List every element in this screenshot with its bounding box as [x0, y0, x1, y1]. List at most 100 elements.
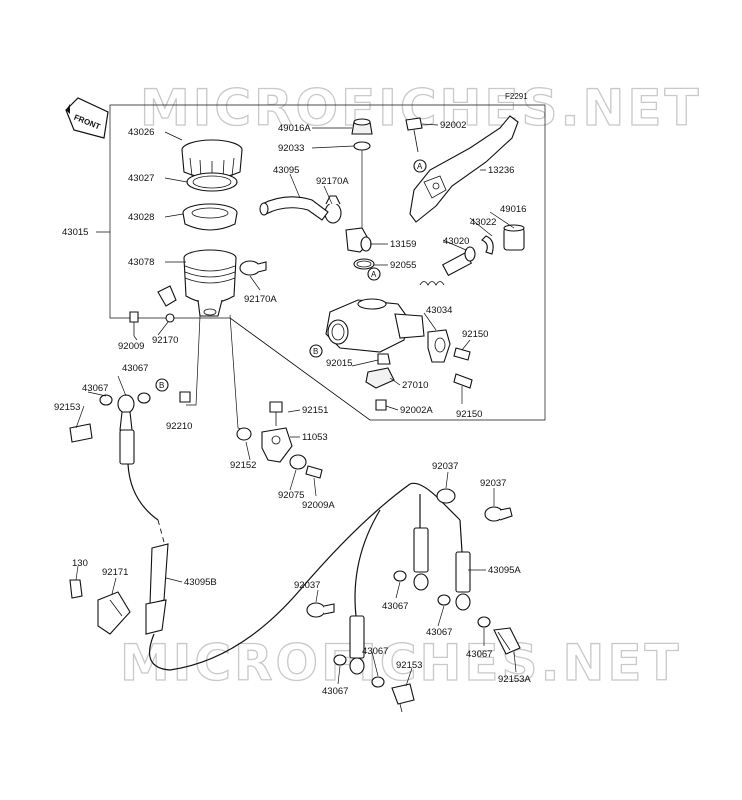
washer-43067-c5	[371, 676, 385, 688]
label-11053: 11053	[302, 432, 328, 443]
svg-text:B: B	[159, 381, 164, 390]
label-92015: 92015	[326, 358, 352, 369]
label-92153-left: 92153	[54, 402, 80, 413]
label-43026: 43026	[128, 127, 154, 138]
label-13159: 13159	[390, 239, 416, 250]
label-92002: 92002	[440, 120, 466, 131]
fitting-13159	[345, 227, 372, 253]
bolt-92153-bottom	[391, 683, 415, 713]
label-43067-c4: 43067	[322, 686, 348, 697]
label-130: 130	[72, 558, 88, 569]
svg-text:A: A	[417, 162, 423, 171]
clip-92037-right	[484, 506, 513, 522]
bracket-11053	[261, 427, 293, 463]
label-27010: 27010	[402, 380, 428, 391]
watermark-bottom: MICROFICHES.NET	[120, 634, 682, 692]
grommet-92075	[289, 454, 307, 470]
reservoir-hose	[259, 196, 329, 221]
clip-92037-left	[306, 602, 335, 618]
brake-lever	[409, 115, 519, 223]
label-49016a: 49016A	[278, 123, 311, 134]
label-92170a-lower: 92170A	[244, 294, 277, 305]
front-arrow-icon: FRONT	[65, 97, 109, 139]
hose-clip-lower	[239, 260, 267, 276]
label-43095: 43095	[273, 165, 299, 176]
label-92153a: 92153A	[498, 674, 531, 685]
hose-lower-center	[349, 509, 381, 675]
label-92037-right: 92037	[480, 478, 506, 489]
circlip-92033	[353, 141, 371, 151]
callout-a-lever	[413, 159, 427, 173]
hose-43095b	[145, 543, 169, 635]
figure-code: F2291	[505, 92, 528, 101]
diaphragm	[182, 203, 238, 231]
clip-92037-top	[436, 488, 456, 504]
label-92037-top: 92037	[432, 461, 458, 472]
clamp-92171	[97, 591, 131, 635]
brake-light-switch	[365, 367, 395, 389]
label-92150-upper: 92150	[462, 329, 488, 340]
bolt-92150-upper	[453, 347, 471, 361]
label-43067-c1: 43067	[382, 601, 408, 612]
hose-clip-upper	[324, 195, 342, 224]
label-43067-left-b: 43067	[122, 363, 148, 374]
svg-text:A: A	[371, 270, 377, 279]
reservoir-bracket	[157, 285, 177, 307]
label-43022: 43022	[470, 217, 496, 228]
callout-a-body	[367, 267, 381, 281]
washer-43067-c2	[437, 594, 451, 606]
label-43095a: 43095A	[488, 565, 521, 576]
label-92153-bottom: 92153	[396, 660, 422, 671]
screw-92009a	[305, 465, 323, 479]
clamp-43034	[427, 329, 451, 363]
bolt-130	[69, 579, 83, 599]
label-92009: 92009	[118, 341, 144, 352]
washer-43067-c1	[393, 570, 407, 582]
label-92033: 92033	[278, 143, 304, 154]
washer-43067-left-b	[137, 392, 151, 404]
label-43095b: 43095B	[184, 577, 217, 588]
label-92002a: 92002A	[400, 405, 433, 416]
circlip-43022	[481, 235, 494, 255]
callout-b-body	[309, 344, 323, 358]
label-43067-c2: 43067	[426, 627, 452, 638]
nut-92015	[377, 353, 391, 365]
label-92075: 92075	[278, 490, 304, 501]
screw-92002a	[375, 399, 387, 411]
piston-assembly	[419, 246, 476, 286]
bolt-92153-left	[69, 423, 93, 443]
label-43027: 43027	[128, 173, 154, 184]
label-43015: 43015	[62, 227, 88, 238]
washer-43067-left-a	[99, 394, 113, 406]
boot-49016	[503, 224, 525, 251]
label-92171: 92171	[102, 567, 128, 578]
screw-92009	[129, 311, 139, 323]
master-cylinder-body	[325, 298, 425, 353]
callout-b-hose	[155, 378, 169, 392]
label-92037-left: 92037	[294, 580, 320, 591]
lever-bolt	[405, 117, 423, 131]
label-92152: 92152	[230, 460, 256, 471]
bolt-92153a	[493, 627, 521, 655]
washer-43067-c3	[477, 616, 491, 628]
label-92170: 92170	[152, 335, 178, 346]
label-92055: 92055	[390, 260, 416, 271]
hose-43095a-right	[455, 519, 471, 611]
label-92009a: 92009A	[302, 500, 335, 511]
label-92150-lower: 92150	[456, 409, 482, 420]
bolt-92151	[269, 401, 283, 413]
cap-49016a	[351, 118, 373, 135]
hose-43095a-center	[413, 494, 429, 591]
bolt-92170	[165, 313, 175, 323]
washer-92210	[179, 391, 191, 403]
label-43078: 43078	[128, 257, 154, 268]
grommet-92152	[236, 427, 252, 441]
svg-text:B: B	[313, 347, 318, 356]
label-43034: 43034	[426, 305, 452, 316]
banjo-left	[117, 394, 135, 431]
label-43028: 43028	[128, 212, 154, 223]
hose-sleeve-upper-left	[119, 429, 135, 465]
label-92210: 92210	[166, 421, 192, 432]
label-43067-c3: 43067	[466, 649, 492, 660]
